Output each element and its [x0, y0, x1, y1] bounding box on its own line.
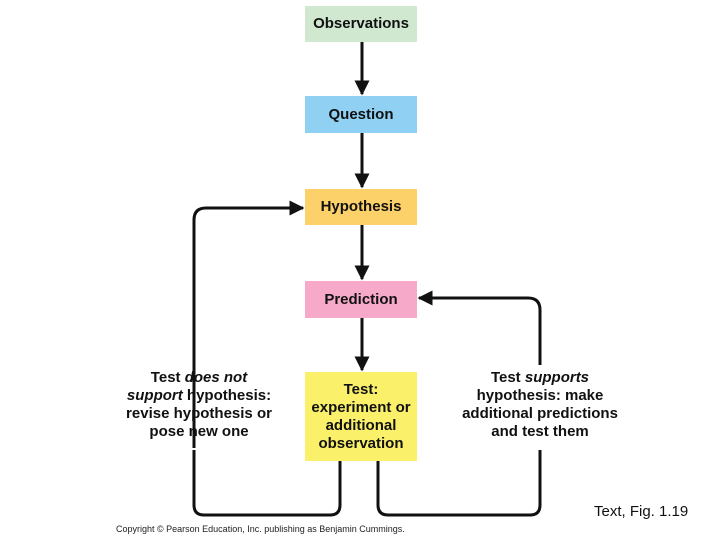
prediction-label: Prediction [324, 290, 398, 308]
hypothesis-label: Hypothesis [320, 198, 402, 215]
label-text: pose new one [149, 423, 249, 440]
test-node: Test: experiment or additional observati… [305, 372, 417, 461]
test-label-line: experiment or [311, 398, 411, 416]
test-label-line: additional [325, 416, 397, 434]
test-does-not-support-label: Test does not support hypothesis: revise… [104, 369, 294, 441]
label-emphasis: supports [524, 369, 590, 386]
loop-arrow-revise-hypothesis [192, 208, 342, 517]
test-label: Test: experiment or additional observati… [311, 381, 410, 453]
copyright-notice: Copyright © Pearson Education, Inc. publ… [116, 524, 405, 534]
test-label-line: observation [318, 434, 404, 452]
label-emphasis: does not [184, 369, 248, 386]
hypothesis-node: Hypothesis [305, 189, 417, 225]
label-text: Test [150, 369, 185, 386]
observations-label: Observations [313, 15, 409, 32]
label-text: Test [490, 369, 525, 386]
label-text: revise hypothesis or [126, 405, 272, 422]
observations-node: Observations [305, 6, 417, 42]
figure-caption: Text, Fig. 1.19 [594, 503, 689, 520]
label-text: additional predictions [462, 405, 618, 422]
prediction-node: Prediction [305, 281, 417, 318]
label-emphasis: support [126, 387, 183, 404]
label-text: hypothesis: make [476, 387, 604, 404]
question-node: Question [305, 96, 417, 133]
label-text: hypothesis: [182, 387, 272, 404]
test-label-line: Test: [343, 380, 379, 398]
question-label: Question [328, 105, 394, 123]
label-text: and test them [491, 423, 589, 440]
loop-arrow-additional-predictions [376, 298, 542, 517]
test-supports-label: Test supports hypothesis: make additiona… [446, 369, 634, 441]
